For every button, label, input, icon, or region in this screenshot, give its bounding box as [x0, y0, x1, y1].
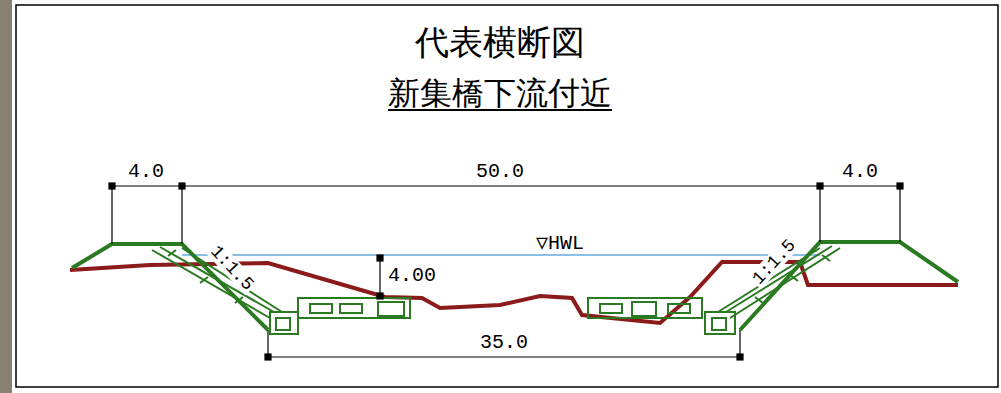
photo-edge [0, 0, 12, 393]
dimension-label: 4.0 [128, 162, 164, 182]
frame [16, 5, 998, 387]
left-revetment [152, 247, 410, 334]
dimension-label: 4.0 [842, 162, 878, 182]
dimension-lines [109, 183, 903, 360]
title: 代表横断図 [415, 25, 585, 59]
dimension-label: 35.0 [480, 333, 528, 353]
dimension-label: 4.00 [386, 266, 438, 286]
hwl-line [182, 254, 820, 256]
subtitle: 新集橋下流付近 [388, 77, 612, 109]
hwl-label: ▽HWL [534, 234, 586, 254]
right-revetment [588, 246, 840, 334]
dimension-label: 50.0 [476, 162, 524, 182]
